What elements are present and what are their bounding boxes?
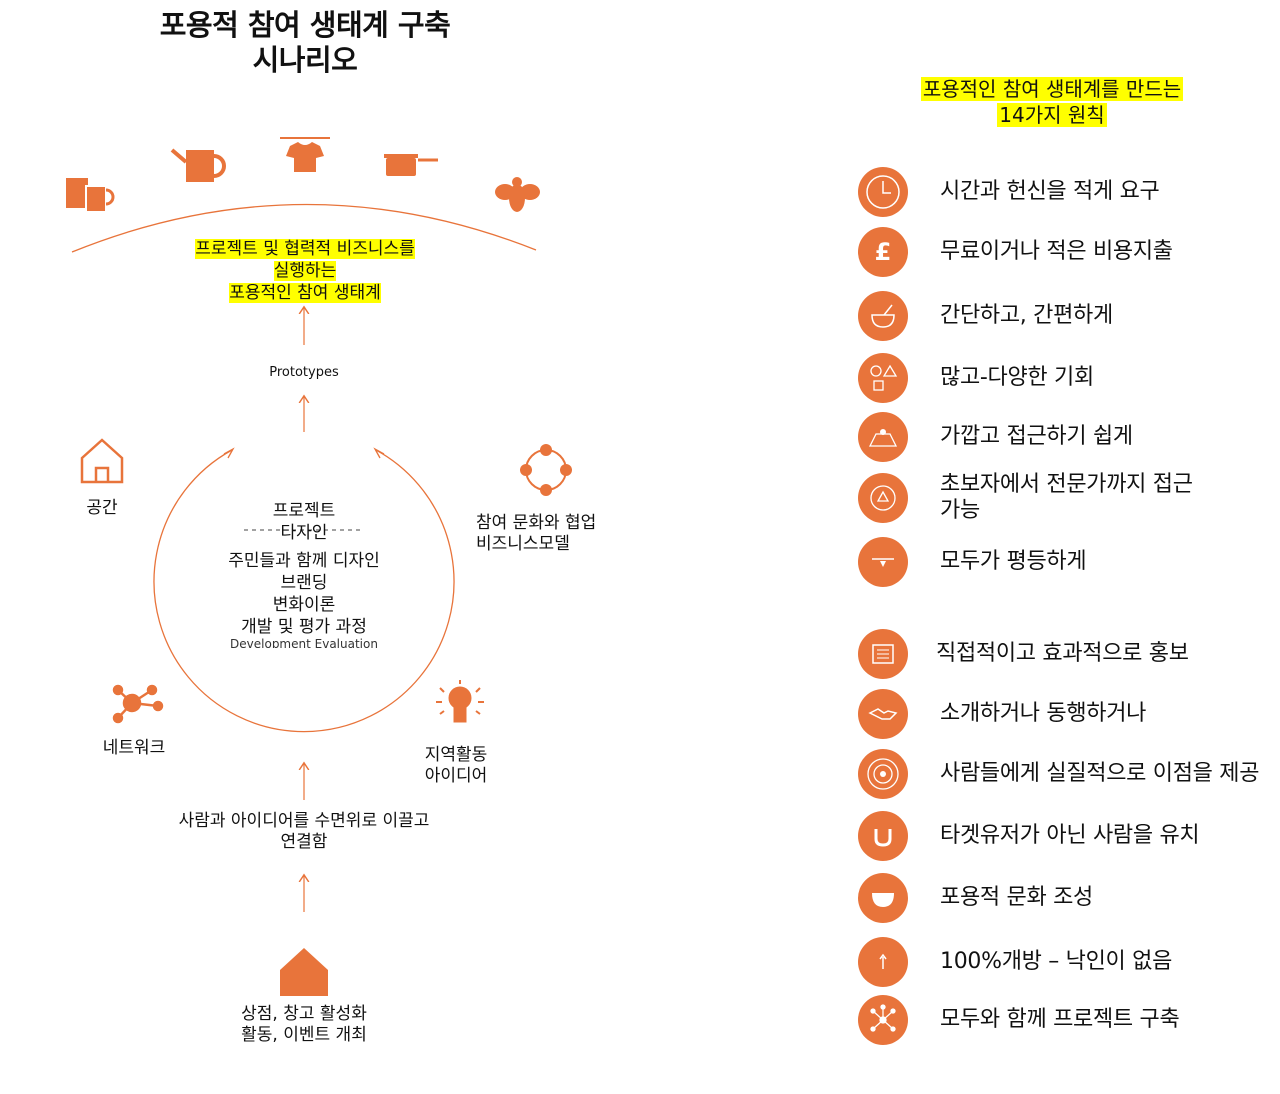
ring-network-icon xyxy=(520,444,572,496)
house-solid-icon xyxy=(280,948,328,996)
cycle-line1: 프로젝트 xyxy=(272,501,336,521)
principle-text: 모두와 함께 프로젝트 구축 xyxy=(940,1007,1180,1032)
map-pin-icon xyxy=(858,412,908,462)
ecosystem-highlight-line1: 프로젝트 및 협력적 비즈니스를 xyxy=(195,239,415,259)
network-label: 네트워크 xyxy=(102,738,166,758)
principle-text: 소개하거나 동행하거나 xyxy=(940,701,1147,726)
handshake-icon xyxy=(858,689,908,739)
pan-icon xyxy=(384,154,438,176)
shop-label: 상점, 창고 활성화 활동, 이벤트 개최 xyxy=(184,1004,424,1046)
page-title-line1: 포용적 참여 생태계 구축 xyxy=(159,8,451,42)
principle-text: 100%개방 – 낙인이 없음 xyxy=(940,949,1173,974)
page-title-line2: 시나리오 xyxy=(252,43,358,77)
principle-text: 가깝고 접근하기 쉽게 xyxy=(940,424,1133,449)
cup-icon xyxy=(858,873,908,923)
cycle-line4: 브랜딩 xyxy=(280,573,328,593)
house-outline-icon xyxy=(80,438,124,484)
principles-title-line1: 포용적인 참여 생태계를 만드는 xyxy=(920,77,1184,101)
principle-item: £ 무료이거나 적은 비용지출 xyxy=(858,226,1268,278)
principle-text: 타겟유저가 아닌 사람을 유치 xyxy=(940,823,1200,848)
principle-item: 초보자에서 전문가까지 접근가능 xyxy=(858,472,1268,524)
page-title: 포용적 참여 생태계 구축 시나리오 xyxy=(100,8,510,78)
principle-item: 모두와 함께 프로젝트 구축 xyxy=(858,994,1268,1046)
principle-item: 간단하고, 간편하게 xyxy=(858,290,1268,342)
ecosystem-highlight: 프로젝트 및 협력적 비즈니스를 실행하는 포용적인 참여 생태계 xyxy=(150,238,460,304)
principles-title-line2: 14가지 원칙 xyxy=(997,103,1107,127)
connect-label: 사람과 아이디어를 수면위로 이끌고 연결함 xyxy=(144,811,464,853)
cycle-line6: 개발 및 평가 과정 xyxy=(241,617,367,637)
principle-text: 모두가 평등하게 xyxy=(940,549,1087,574)
balance-icon xyxy=(858,537,908,587)
pound-icon: £ xyxy=(858,227,908,277)
shapes-icon xyxy=(858,353,908,403)
cups-icon xyxy=(66,178,115,213)
cycle-line3: 주민들과 함께 디자인 xyxy=(228,551,380,571)
principle-text: 직접적이고 효과적으로 홍보 xyxy=(936,641,1189,666)
watering-can-icon xyxy=(170,148,226,182)
principle-item: 포용적 문화 조성 xyxy=(858,872,1268,924)
principle-text: 포용적 문화 조성 xyxy=(940,885,1093,910)
principle-item: 많고-다양한 기회 xyxy=(858,352,1268,404)
ideas-label: 지역활동 아이디어 xyxy=(396,745,516,787)
collab-label-line2: 비즈니스모델 xyxy=(476,534,570,554)
space-label: 공간 xyxy=(86,498,118,518)
collab-label: 참여 문화와 협업 비즈니스모델 xyxy=(476,513,636,555)
arrow-up-icon xyxy=(858,937,908,987)
shop-label-line2: 활동, 이벤트 개최 xyxy=(241,1025,367,1045)
prototypes-label: Prototypes xyxy=(269,365,339,380)
principle-item: 타겟유저가 아닌 사람을 유치 xyxy=(858,810,1268,862)
principle-item: 직접적이고 효과적으로 홍보 xyxy=(858,628,1268,680)
principle-item: 100%개방 – 낙인이 없음 xyxy=(858,936,1268,988)
connect-label-line1: 사람과 아이디어를 수면위로 이끌고 xyxy=(178,811,430,831)
bowl-whisk-icon xyxy=(858,291,908,341)
principle-item: 모두가 평등하게 xyxy=(858,536,1268,588)
principle-text: 많고-다양한 기회 xyxy=(940,365,1094,390)
principle-text: 사람들에게 실질적으로 이점을 제공 xyxy=(940,761,1260,786)
triangle-circle-icon xyxy=(858,473,908,523)
ideas-label-line1: 지역활동 xyxy=(424,745,488,765)
principle-text: 간단하고, 간편하게 xyxy=(940,303,1113,328)
principle-item: 가깝고 접근하기 쉽게 xyxy=(858,411,1268,463)
cycle-line5: 변화이론 xyxy=(272,595,336,615)
principle-item: 시간과 헌신을 적게 요구 xyxy=(858,166,1268,218)
principle-text: 무료이거나 적은 비용지출 xyxy=(940,239,1173,264)
svg-text:£: £ xyxy=(875,238,892,266)
ecosystem-highlight-line2: 실행하는 xyxy=(273,261,337,281)
cycle-center-text: 프로젝트 타자인 주민들과 함께 디자인 브랜딩 변화이론 개발 및 평가 과정… xyxy=(194,500,414,648)
cycle-line2: 타자인 xyxy=(280,523,328,543)
shop-label-line1: 상점, 창고 활성화 xyxy=(241,1004,367,1024)
tshirt-icon xyxy=(280,137,330,172)
ideas-label-line2: 아이디어 xyxy=(424,766,488,786)
principles-title: 포용적인 참여 생태계를 만드는 14가지 원칙 xyxy=(880,76,1224,128)
connect-label-line2: 연결함 xyxy=(280,832,328,852)
lightbulb-icon xyxy=(436,680,484,723)
principle-text: 시간과 헌신을 적게 요구 xyxy=(940,179,1160,204)
cycle-line7: Development Evaluation xyxy=(230,638,378,648)
target-icon xyxy=(858,749,908,799)
magnet-icon xyxy=(858,811,908,861)
bee-icon xyxy=(495,177,540,212)
ecosystem-diagram xyxy=(66,137,572,996)
ecosystem-highlight-line3: 포용적인 참여 생태계 xyxy=(229,283,381,303)
clock-icon xyxy=(858,167,908,217)
newspaper-icon xyxy=(858,629,908,679)
network-icon xyxy=(858,995,908,1045)
hub-network-icon xyxy=(112,684,164,724)
principle-item: 사람들에게 실질적으로 이점을 제공 xyxy=(858,748,1268,800)
principle-item: 소개하거나 동행하거나 xyxy=(858,688,1268,740)
principle-text: 초보자에서 전문가까지 접근가능 xyxy=(940,472,1193,523)
collab-label-line1: 참여 문화와 협업 xyxy=(476,513,597,533)
